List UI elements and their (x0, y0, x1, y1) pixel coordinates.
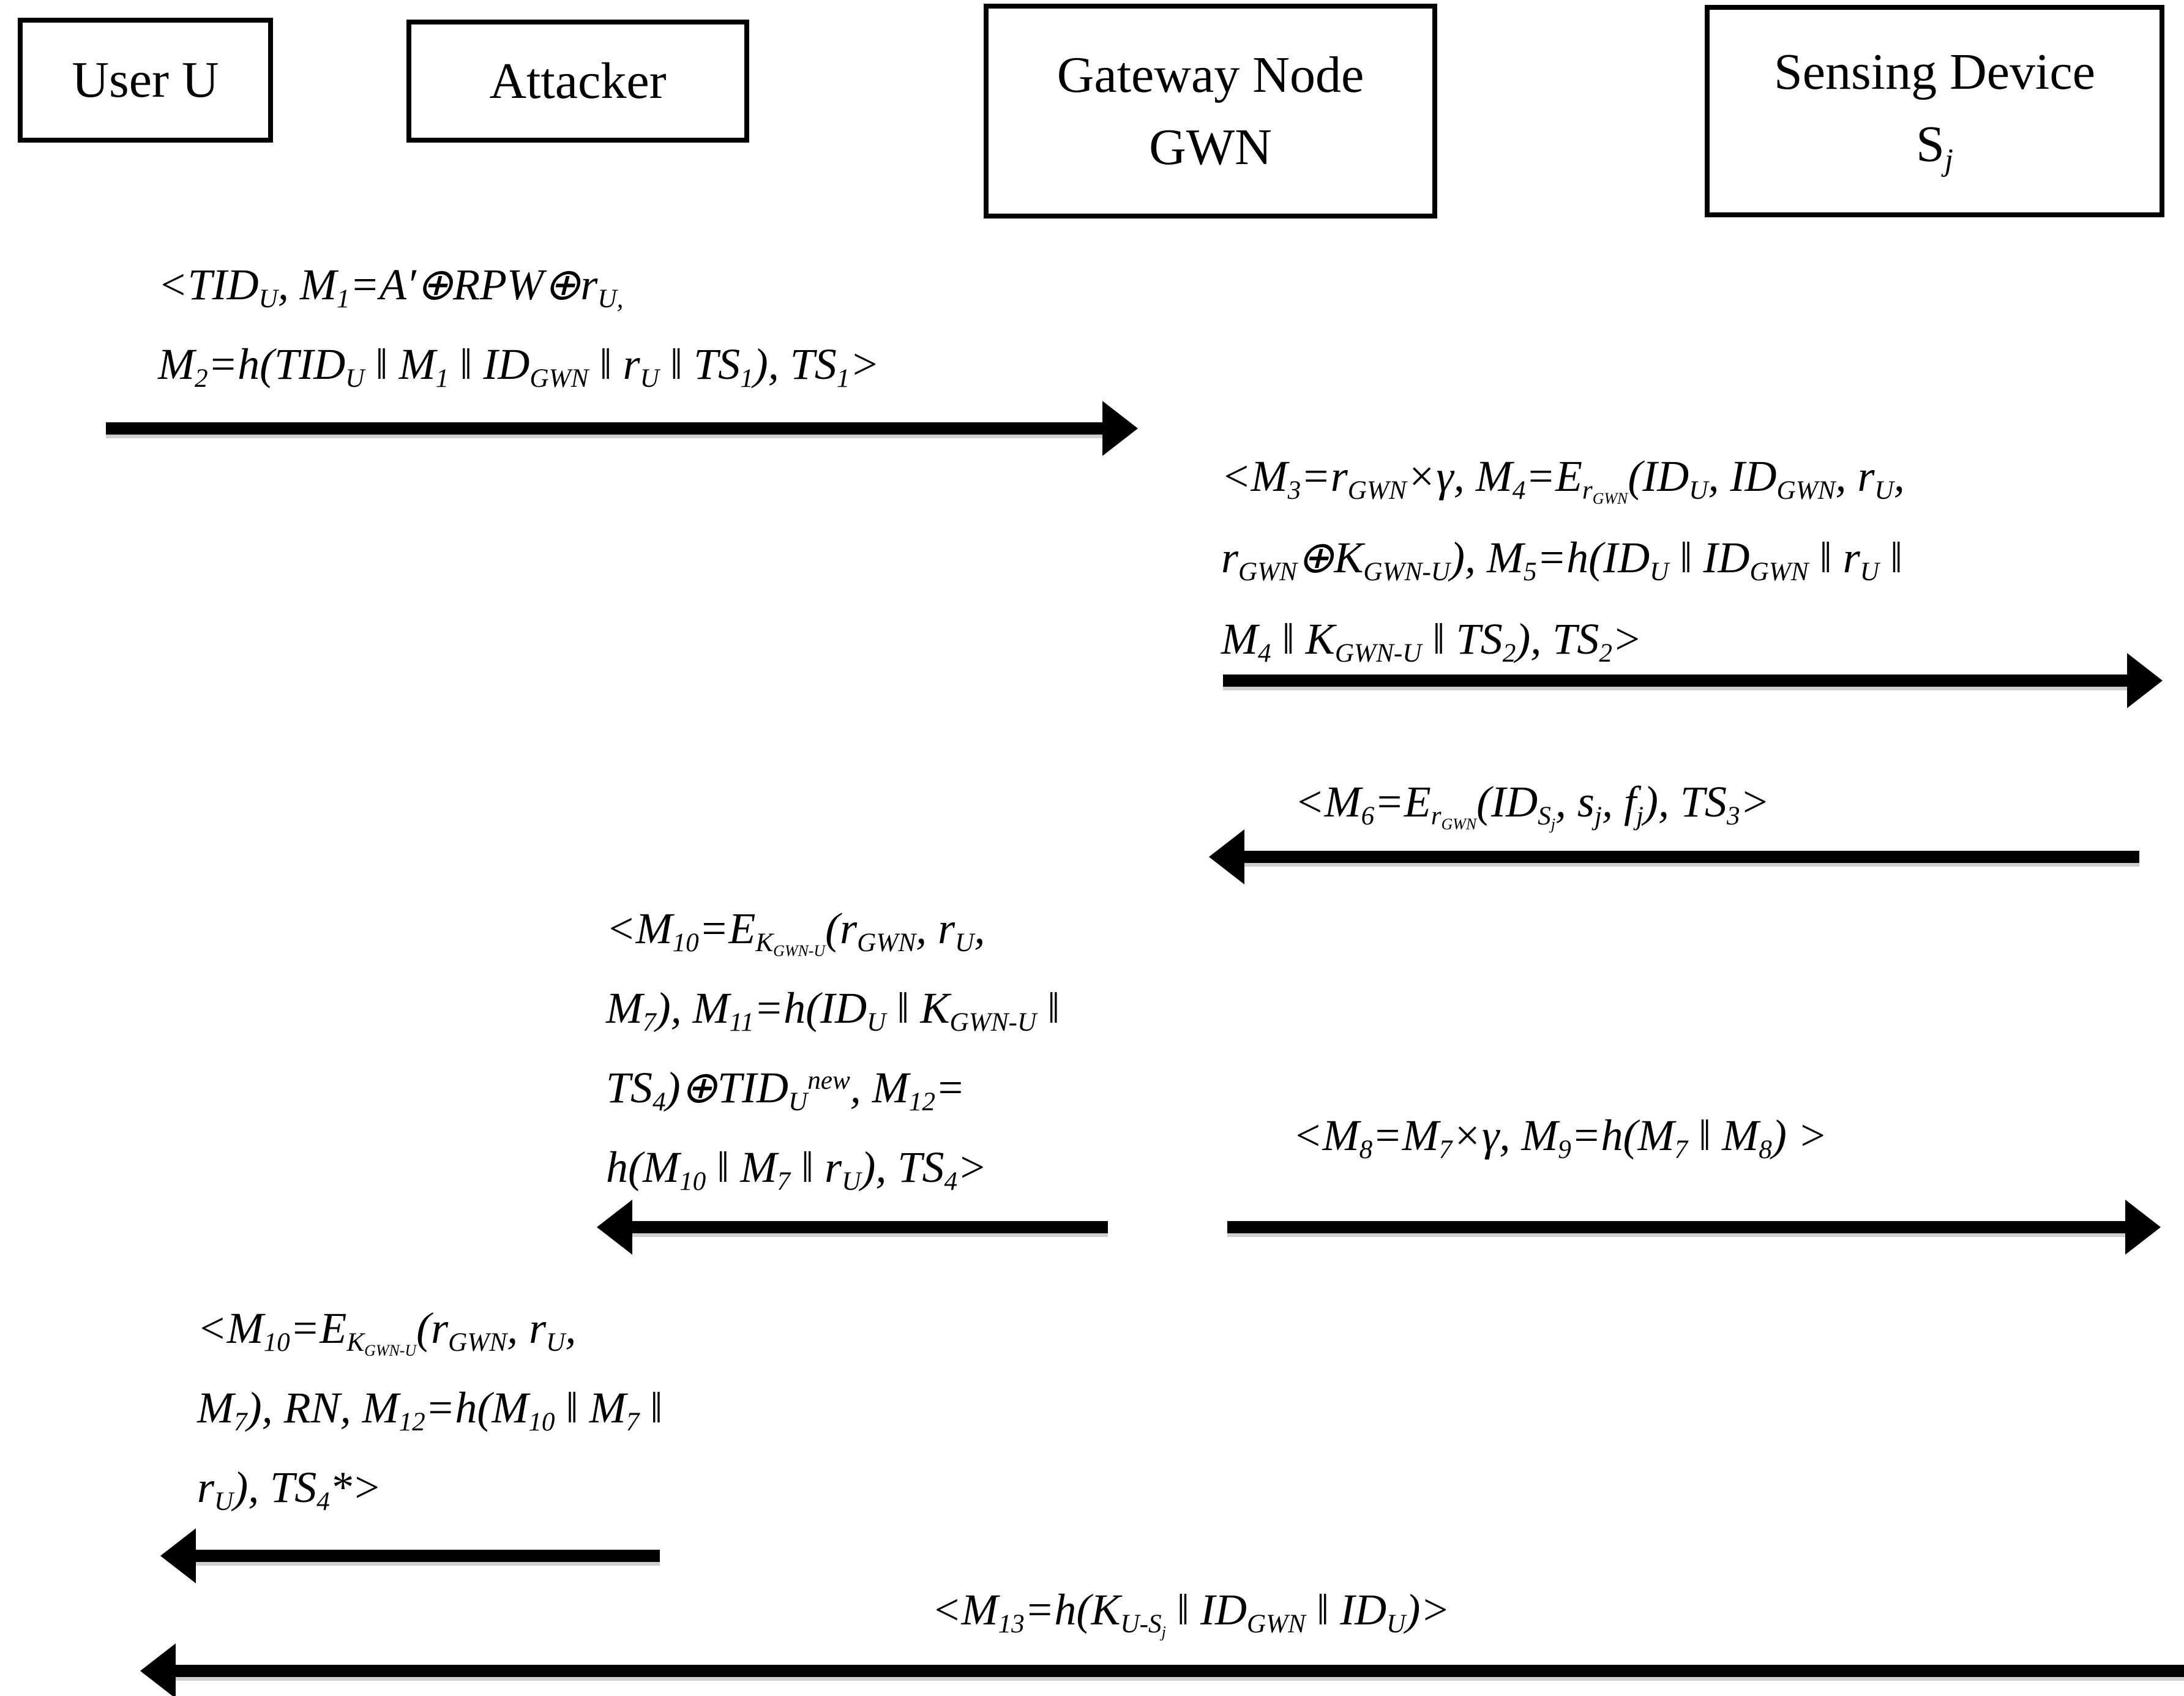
entity-label-sensor-line2: Sj (1916, 115, 1953, 177)
message-7-label: <M13=h(KU-Sj ‖ IDGWN ‖ IDU)> (932, 1570, 1450, 1649)
entity-label-sensor-line1: Sensing Device (1774, 43, 2095, 100)
formula-line: M7), RN, M12=h(M10 ‖ M7 ‖ (197, 1383, 663, 1436)
message-6-arrow (160, 1528, 660, 1583)
entity-box-sensing-device: Sensing Device Sj (1705, 5, 2164, 217)
arrowhead-left-icon (1209, 829, 1244, 884)
message-1-arrow (106, 401, 1138, 456)
message-4-label: <M10=EKGWN-U(rGWN, rU, M7), M11=h(IDU ‖ … (606, 889, 1060, 1207)
arrowhead-left-icon (597, 1200, 632, 1255)
formula-line: TS4)⊕TIDUnew, M12= (606, 1063, 965, 1116)
entity-label-attacker: Attacker (489, 52, 667, 110)
message-3-arrow (1209, 829, 2139, 884)
formula-line: M7), M11=h(IDU ‖ KGWN-U ‖ (606, 984, 1060, 1037)
message-2-arrow (1223, 653, 2163, 708)
message-2-label: <M3=rGWN×γ, M4=ErGWN(IDU, IDGWN, rU, rGW… (1221, 436, 1905, 680)
formula-line: rGWN⊕KGWN-U), M5=h(IDU ‖ IDGWN ‖ rU ‖ (1221, 533, 1903, 586)
entity-label-user: User U (72, 51, 219, 108)
message-3-label: <M6=ErGWN(IDSj, sj, fj), TS3> (1295, 762, 1770, 842)
arrowhead-right-icon (2127, 653, 2163, 708)
message-1-label: <TIDU, M1=A′⊕RPW⊕rU, M2=h(TIDU ‖ M1 ‖ ID… (158, 245, 880, 404)
arrowhead-right-icon (2125, 1200, 2161, 1255)
message-5-label: <M8=M7×γ, M9=h(M7 ‖ M8) > (1293, 1096, 1827, 1175)
formula-line: <M10=EKGWN-U(rGWN, rU, (606, 904, 985, 960)
formula-line: <M6=ErGWN(IDSj, sj, fj), TS3> (1295, 777, 1770, 833)
entity-box-gateway-node: Gateway Node GWN (984, 4, 1437, 219)
message-4-arrow (597, 1200, 1108, 1255)
formula-line: <TIDU, M1=A′⊕RPW⊕rU, (158, 260, 624, 313)
formula-line: M4 ‖ KGWN-U ‖ TS2), TS2> (1221, 615, 1642, 668)
formula-line: <M13=h(KU-Sj ‖ IDGWN ‖ IDU)> (932, 1585, 1450, 1641)
entity-label-gateway-line1: Gateway Node (1056, 46, 1364, 103)
formula-line: <M3=rGWN×γ, M4=ErGWN(IDU, IDGWN, rU, (1221, 452, 1905, 507)
formula-line: rU), TS4*> (197, 1463, 382, 1516)
formula-line: M2=h(TIDU ‖ M1 ‖ IDGWN ‖ rU ‖ TS1), TS1> (158, 340, 880, 393)
formula-line: <M8=M7×γ, M9=h(M7 ‖ M8) > (1293, 1111, 1828, 1164)
entity-label-gateway-line2: GWN (1149, 118, 1272, 176)
arrowhead-right-icon (1102, 401, 1138, 456)
message-6-label: <M10=EKGWN-U(rGWN, rU, M7), RN, M12=h(M1… (197, 1288, 663, 1527)
message-7-arrow (140, 1643, 2184, 1696)
arrowhead-left-icon (160, 1528, 196, 1583)
entity-box-user: User U (18, 18, 273, 143)
formula-line: h(M10 ‖ M7 ‖ rU), TS4> (606, 1143, 987, 1196)
arrowhead-left-icon (140, 1643, 176, 1696)
entity-box-attacker: Attacker (406, 20, 749, 143)
message-5-arrow (1227, 1200, 2161, 1255)
formula-line: <M10=EKGWN-U(rGWN, rU, (197, 1304, 577, 1359)
